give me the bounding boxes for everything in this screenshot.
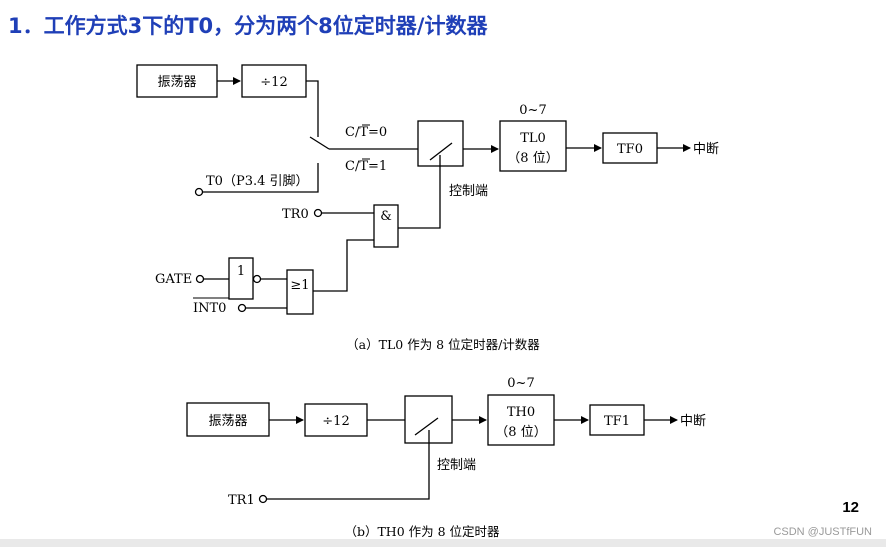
range-label-b: 0~7 [507,376,534,391]
counter-size-tl0: （8 位） [507,151,558,166]
diagram-a: 振荡器 ÷12 T0（P3.4 引脚） C/T=0 C/T=1 控制端 0~7 … [136,64,719,352]
oscillator-label-a: 振荡器 [157,75,196,90]
oscillator-box-a [136,64,218,98]
not-gate [228,257,254,300]
control-switch-box-b [404,395,453,444]
oscillator-box-b [186,402,270,437]
page-title: 1．工作方式3下的T0，分为两个8位定时器/计数器 [8,14,488,38]
t0-input-label: T0（P3.4 引脚） [206,173,309,189]
divider-box-a [241,64,307,98]
bottom-band [0,539,886,547]
interrupt-label-a: 中断 [693,142,719,157]
page-number: 12 [842,499,859,516]
switch-label-ct0: C/T=0 [345,125,387,140]
flag-label-tf1: TF1 [604,414,630,429]
int0-label: INT0 [193,301,226,316]
tr0-label: TR0 [282,207,309,222]
or-gate [286,269,314,315]
caption-a: （a）TL0 作为 8 位定时器/计数器 [346,337,540,352]
t0-input-terminal [194,187,204,197]
flag-box-tf1 [589,404,645,436]
divider-label-a: ÷12 [260,75,287,90]
control-label-a: 控制端 [449,184,488,199]
counter-name-th0: TH0 [507,405,535,420]
int0-terminal [237,303,247,313]
interrupt-label-b: 中断 [680,414,706,429]
and-gate-label: & [380,209,392,224]
counter-box-tl0 [499,120,567,172]
counter-size-th0: （8 位） [495,425,546,440]
counter-name-tl0: TL0 [520,131,546,146]
tr0-terminal [313,208,323,218]
range-label-a: 0~7 [519,103,546,118]
or-gate-label: ≥1 [290,278,309,293]
gate-label: GATE [155,272,192,287]
diagram-b: 振荡器 ÷12 控制端 0~7 TH0 （8 位） TF1 中断 TR1 （b）… [186,376,706,539]
switch-label-ct1: C/T=1 [345,159,387,174]
tr1-label: TR1 [228,493,255,508]
mode-switch [309,136,330,150]
caption-b: （b）TH0 作为 8 位定时器 [344,524,500,539]
control-label-b: 控制端 [437,458,476,473]
flag-label-tf0: TF0 [617,142,643,157]
gate-terminal [195,274,205,284]
not-gate-label: 1 [237,264,245,279]
watermark: CSDN @JUSTfFUN [773,526,872,538]
tr1-terminal [258,494,268,504]
divider-box-b [304,403,368,437]
divider-label-b: ÷12 [322,414,349,429]
flag-box-tf0 [602,132,658,164]
oscillator-label-b: 振荡器 [208,414,247,429]
and-gate [373,204,399,248]
